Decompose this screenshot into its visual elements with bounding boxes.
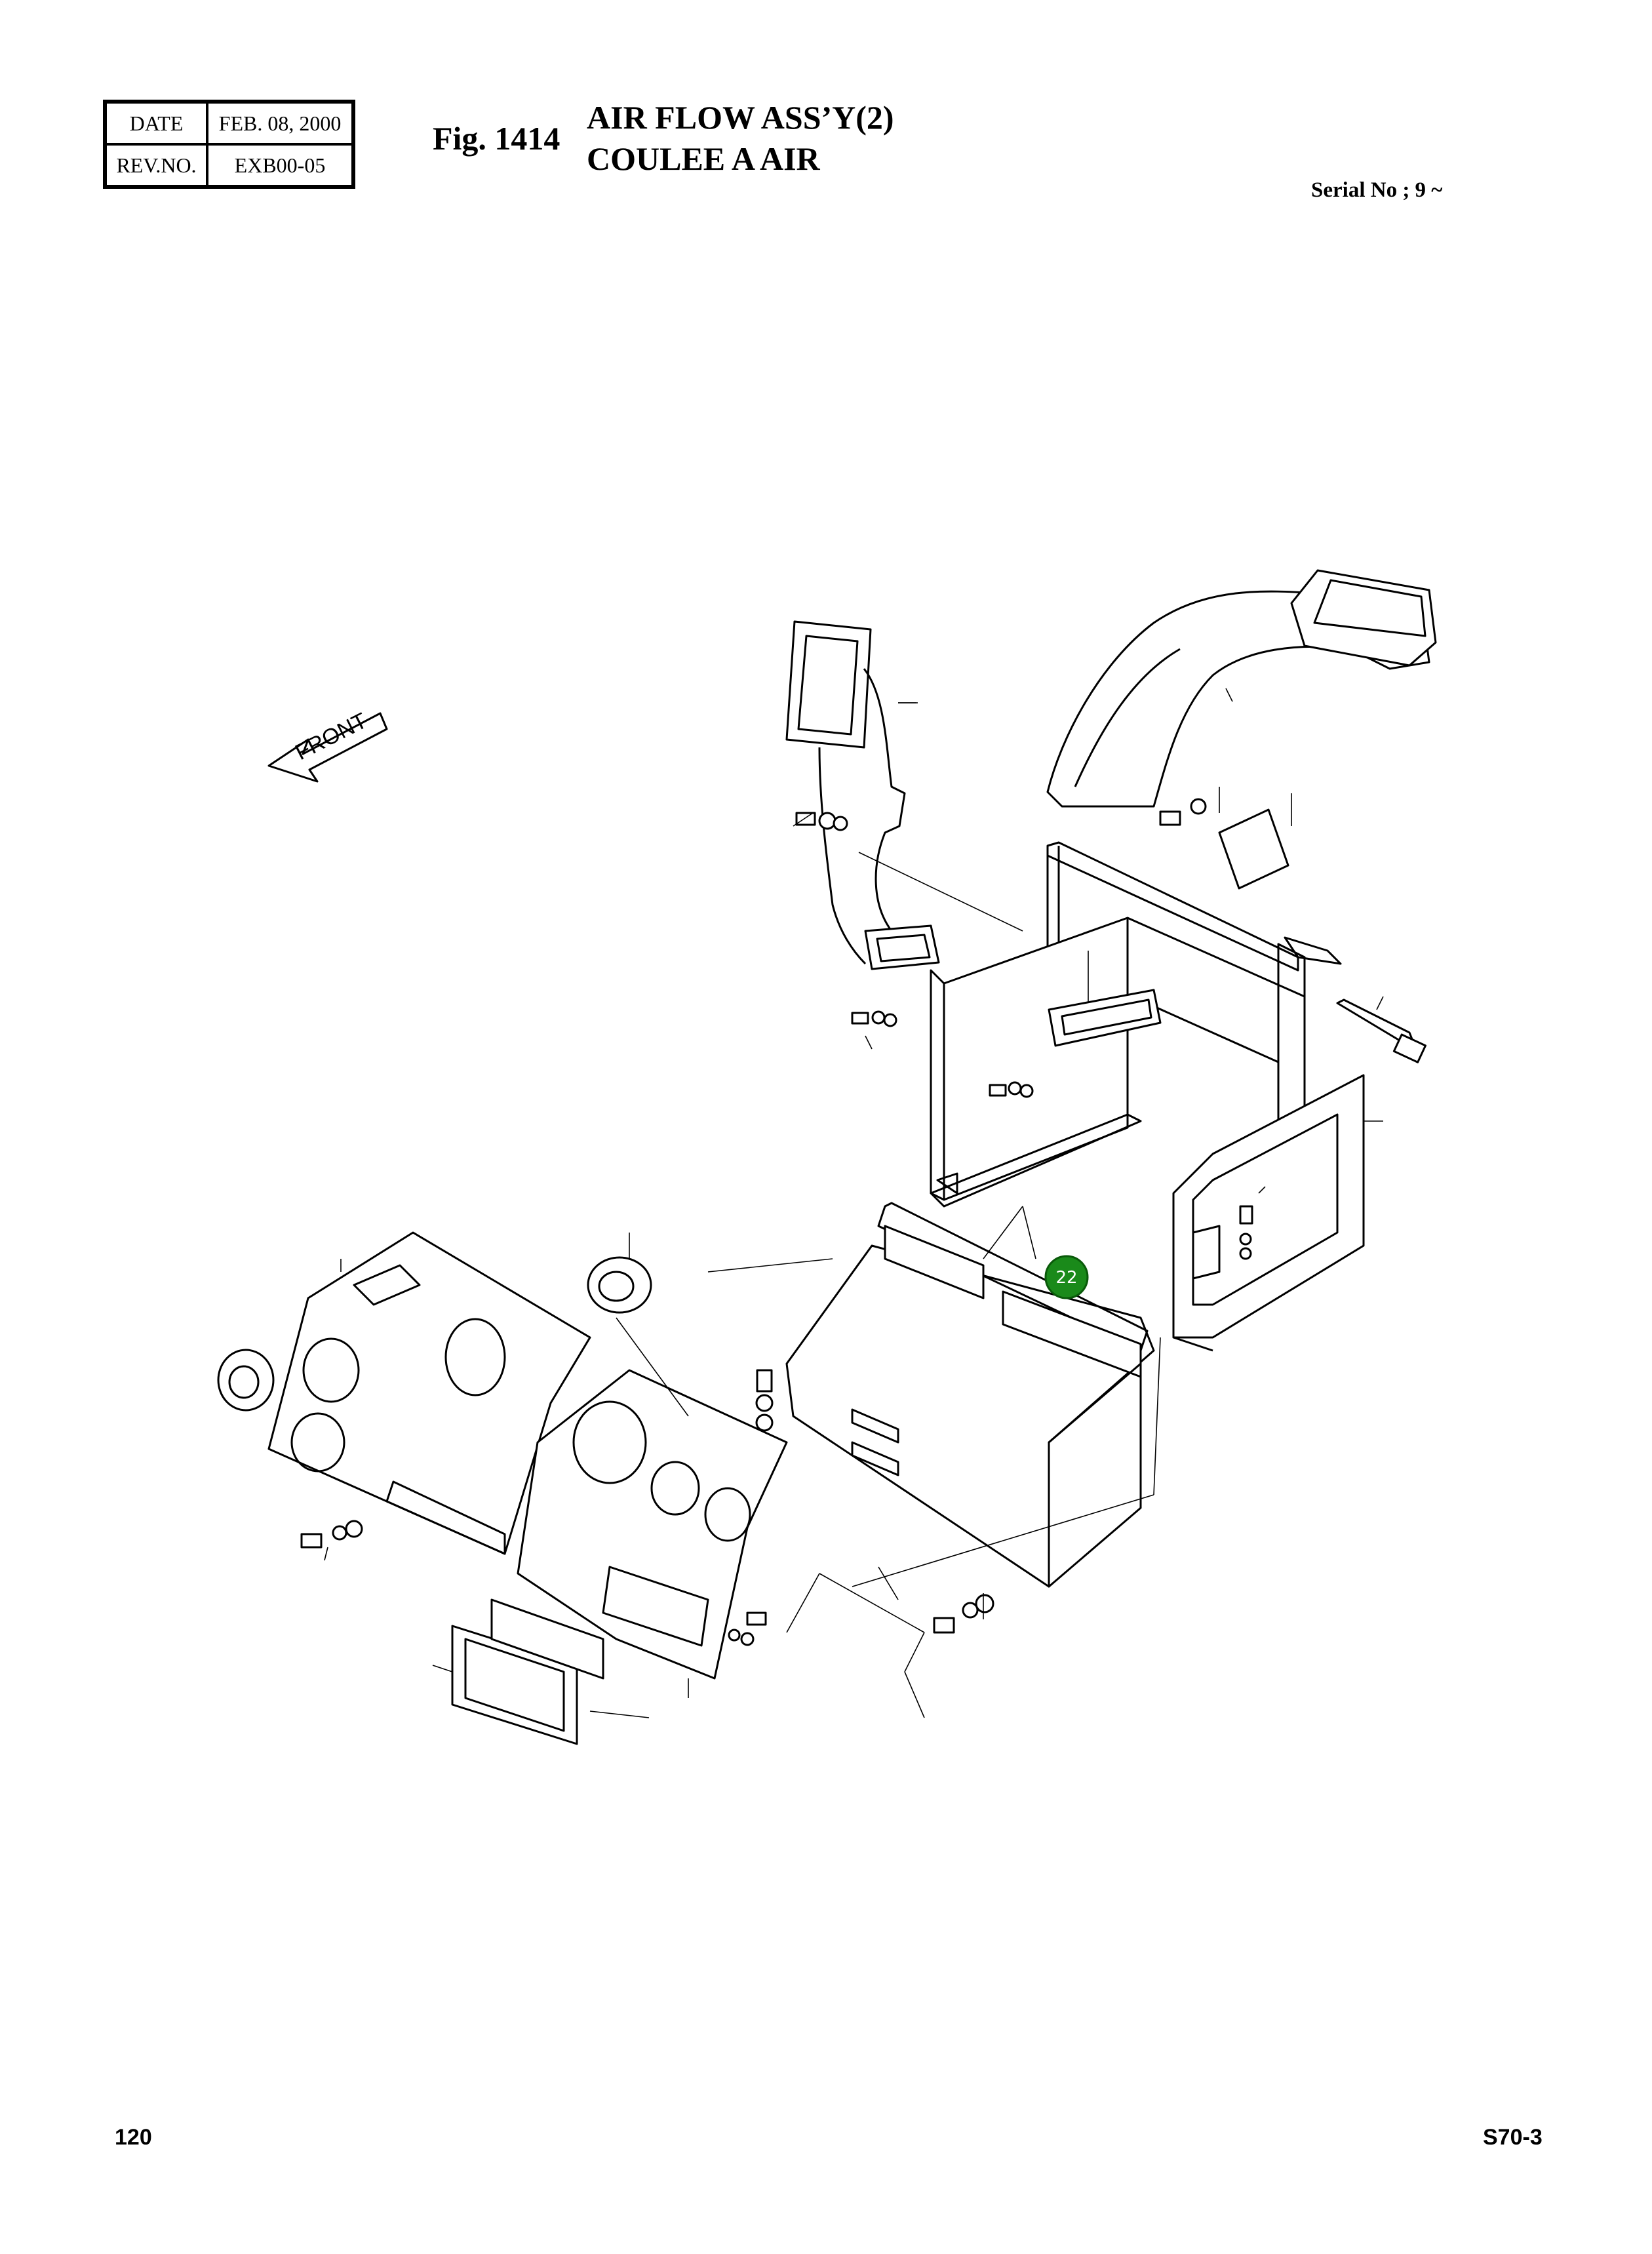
date-label: DATE bbox=[106, 102, 207, 144]
title-french: COULEE A AIR bbox=[587, 140, 820, 177]
model-code: S70-3 bbox=[1483, 2125, 1543, 2150]
bolt-set-6 bbox=[755, 1369, 774, 1432]
leader-lines bbox=[324, 702, 1384, 1718]
right-dash-panel bbox=[517, 1369, 788, 1680]
lower-air-vent bbox=[451, 1598, 604, 1745]
center-panel bbox=[785, 1202, 1155, 1588]
grommet-upper bbox=[587, 1256, 652, 1314]
right-side-frame bbox=[1172, 1074, 1383, 1352]
front-arrow-icon: FRONT bbox=[267, 708, 388, 783]
callout-badge-circle bbox=[1044, 1255, 1089, 1299]
bolt-set-4 bbox=[1159, 798, 1207, 826]
center-air-outlet bbox=[1048, 951, 1162, 1047]
bolt-set-8 bbox=[728, 1611, 767, 1646]
callout-badge-label: 22 bbox=[1055, 1268, 1077, 1288]
figure-number: Fig. 1414 bbox=[433, 120, 560, 157]
callout-badge-22[interactable]: 22 bbox=[1044, 1255, 1089, 1299]
header-info-box: DATE FEB. 08, 2000 REV.NO. EXB00-05 bbox=[103, 100, 355, 189]
bolt-set-3 bbox=[989, 1081, 1034, 1098]
left-air-duct bbox=[785, 620, 940, 970]
grommet-left bbox=[217, 1349, 275, 1412]
title-english: AIR FLOW ASS’Y(2) bbox=[587, 99, 894, 136]
rev-label: REV.NO. bbox=[106, 144, 207, 186]
bolt-set-1 bbox=[795, 812, 848, 831]
bolt-set-9 bbox=[933, 1594, 994, 1634]
bolt-set-2 bbox=[851, 1010, 897, 1027]
date-value: FEB. 08, 2000 bbox=[207, 102, 353, 144]
right-air-duct bbox=[1046, 569, 1437, 808]
cable-tie bbox=[1336, 998, 1426, 1063]
upper-frame bbox=[930, 808, 1342, 1208]
left-dash-panel bbox=[267, 1231, 591, 1555]
rev-value: EXB00-05 bbox=[207, 144, 353, 186]
bolt-set-5 bbox=[1239, 1205, 1253, 1260]
serial-number: Serial No ; 9 ~ bbox=[1311, 178, 1443, 202]
bolt-set-7 bbox=[300, 1520, 363, 1549]
page-number: 120 bbox=[115, 2125, 152, 2150]
